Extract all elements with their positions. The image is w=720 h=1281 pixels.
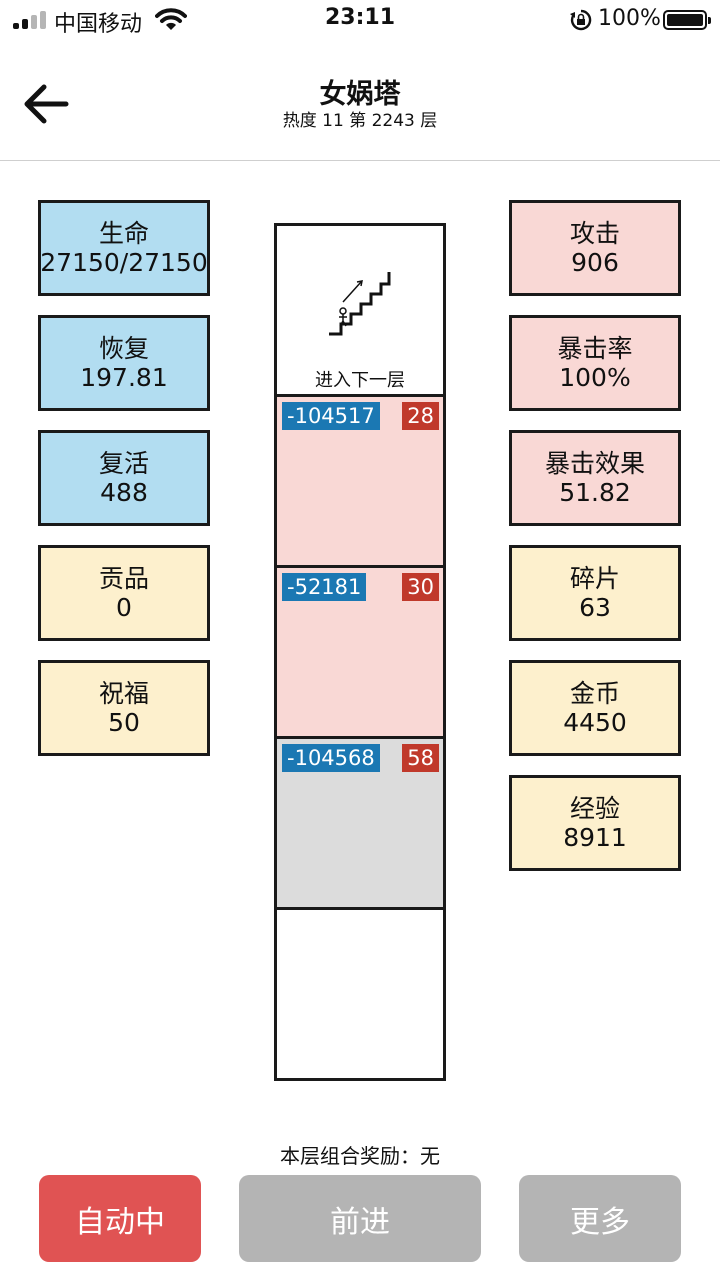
stat-crit-rate: 暴击率 100%: [509, 315, 681, 411]
next-floor-label: 进入下一层: [315, 370, 405, 391]
next-floor-cell[interactable]: 进入下一层: [277, 226, 443, 397]
stat-label: 祝福: [98, 679, 149, 708]
page-subtitle: 热度 11 第 2243 层: [282, 111, 438, 131]
back-button[interactable]: [18, 80, 74, 128]
stat-value: 197.81: [80, 363, 168, 392]
battery-icon: [663, 10, 711, 30]
auto-button[interactable]: 自动中: [39, 1175, 201, 1262]
clock: 23:11: [324, 5, 396, 30]
stat-fragments: 碎片 63: [509, 545, 681, 641]
stat-label: 复活: [98, 449, 149, 478]
empty-floor: [277, 910, 443, 1081]
stat-value: 4450: [563, 708, 627, 737]
enemy-level-tag: 30: [402, 573, 439, 601]
signal-icon: [13, 11, 47, 29]
stat-value: 27150/27150: [40, 248, 208, 277]
stat-label: 攻击: [569, 219, 620, 248]
stat-blessing: 祝福 50: [38, 660, 210, 756]
stat-value: 906: [571, 248, 619, 277]
arrow-left-icon: [24, 84, 69, 124]
stat-value: 0: [116, 593, 132, 622]
stat-regen: 恢复 197.81: [38, 315, 210, 411]
enemy-hp-tag: -52181: [282, 573, 367, 601]
rotation-lock-icon: [570, 9, 592, 31]
stat-value: 51.82: [559, 478, 631, 507]
stat-label: 金币: [569, 679, 620, 708]
stat-label: 经验: [569, 794, 620, 823]
stairs-icon: [329, 272, 391, 336]
battery-percent: 100%: [598, 6, 661, 31]
tower: 进入下一层 -104517 28 -52181 30 -104568 58: [274, 223, 446, 1081]
stat-value: 63: [579, 593, 611, 622]
carrier-name: 中国移动: [54, 12, 143, 37]
enemy-floor[interactable]: -104568 58: [277, 739, 443, 910]
enemy-hp-tag: -104568: [282, 744, 380, 772]
page-title: 女娲塔: [319, 79, 401, 110]
stat-revive: 复活 488: [38, 430, 210, 526]
stat-label: 贡品: [98, 564, 149, 593]
stat-tribute: 贡品 0: [38, 545, 210, 641]
stat-gold: 金币 4450: [509, 660, 681, 756]
stat-experience: 经验 8911: [509, 775, 681, 871]
stat-crit-effect: 暴击效果 51.82: [509, 430, 681, 526]
stat-value: 50: [108, 708, 140, 737]
stat-label: 恢复: [98, 334, 149, 363]
floor-reward-text: 本层组合奖励：无: [280, 1144, 440, 1168]
more-button[interactable]: 更多: [519, 1175, 681, 1262]
stat-label: 生命: [98, 219, 149, 248]
stat-label: 暴击效果: [544, 449, 645, 478]
stat-value: 100%: [559, 363, 631, 392]
enemy-floor[interactable]: -52181 30: [277, 568, 443, 739]
stat-hp: 生命 27150/27150: [38, 200, 210, 296]
status-bar: 中国移动 23:11 100%: [0, 0, 720, 40]
nav-bar: 女娲塔 热度 11 第 2243 层: [0, 40, 720, 161]
enemy-hp-tag: -104517: [282, 402, 380, 430]
stat-attack: 攻击 906: [509, 200, 681, 296]
enemy-level-tag: 58: [402, 744, 439, 772]
enemy-floor[interactable]: -104517 28: [277, 397, 443, 568]
stat-value: 488: [100, 478, 148, 507]
forward-button[interactable]: 前进: [239, 1175, 481, 1262]
stat-value: 8911: [563, 823, 627, 852]
wifi-icon: [155, 8, 187, 30]
stat-label: 暴击率: [557, 334, 633, 363]
stat-label: 碎片: [569, 564, 620, 593]
enemy-level-tag: 28: [402, 402, 439, 430]
